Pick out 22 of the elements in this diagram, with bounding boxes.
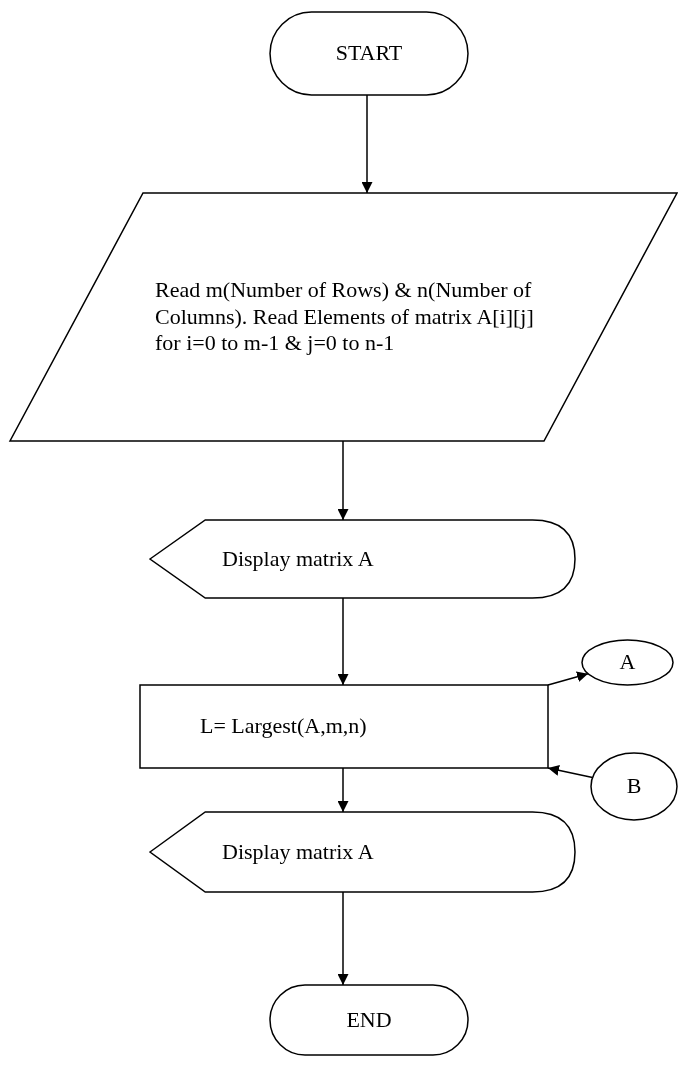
node-label: Read m(Number of Rows) & n(Number of Columns). Read Elements of matrix A[i][j] for i=0 to m-1 & j=0 to n-1 bbox=[155, 277, 535, 357]
arrow bbox=[547, 671, 589, 686]
node-label: A bbox=[619, 649, 636, 676]
arrow bbox=[337, 440, 349, 521]
display-shape bbox=[150, 520, 575, 598]
node-label: L= Largest(A,m,n) bbox=[200, 713, 367, 740]
node-label: START bbox=[335, 40, 403, 67]
node-label: END bbox=[346, 1006, 392, 1034]
display-shape bbox=[150, 812, 575, 892]
process-box bbox=[140, 685, 548, 768]
input-parallelogram bbox=[10, 193, 677, 441]
node-label: Display matrix A bbox=[222, 838, 374, 866]
arrow bbox=[337, 891, 349, 986]
arrow bbox=[337, 597, 349, 686]
terminal-shape bbox=[270, 985, 468, 1055]
arrow bbox=[337, 767, 349, 813]
arrow bbox=[361, 94, 373, 194]
connector-circle bbox=[591, 753, 677, 820]
connector-circle bbox=[582, 640, 673, 685]
node-label: B bbox=[626, 773, 642, 800]
node-label: Display matrix A bbox=[222, 545, 374, 573]
terminal-shape bbox=[270, 12, 468, 95]
